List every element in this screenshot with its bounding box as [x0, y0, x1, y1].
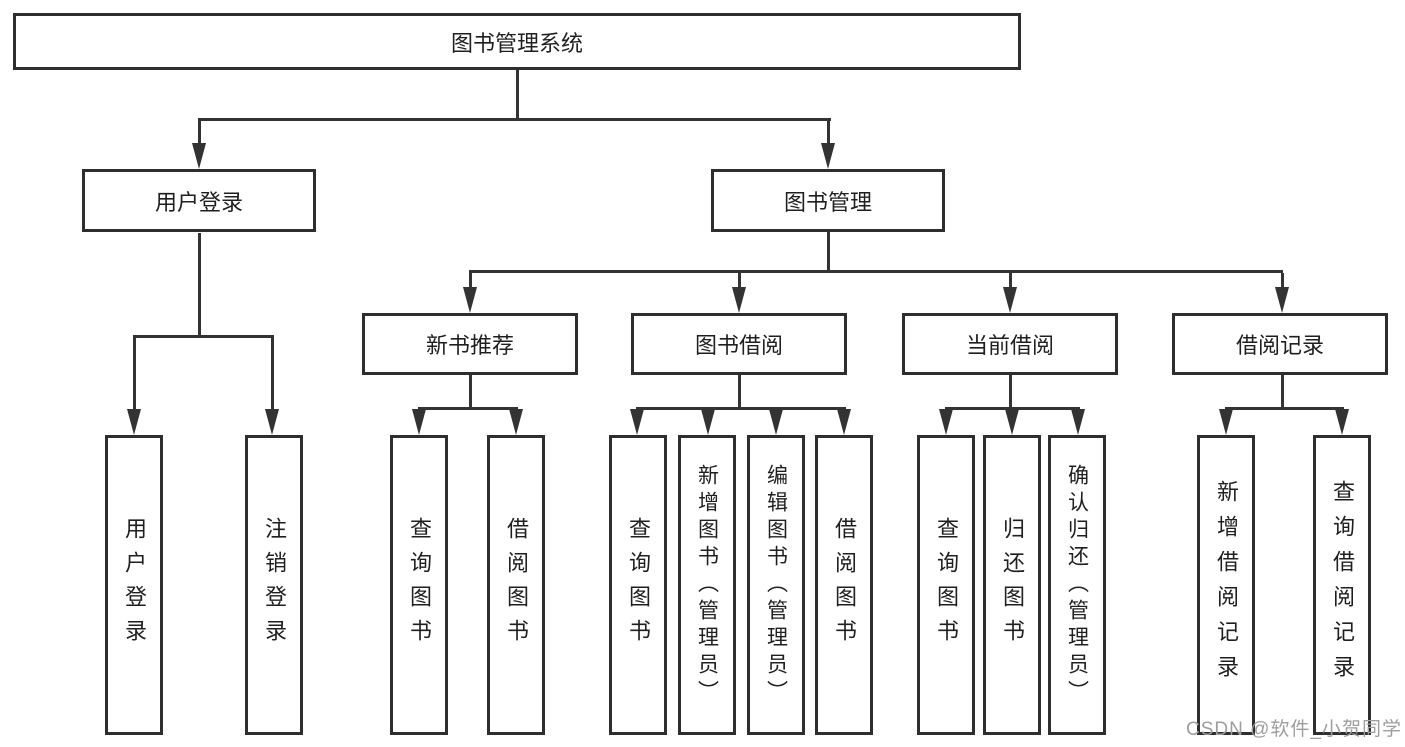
- leaf-label: 查询图书: [626, 517, 651, 653]
- leaf-borrowing-add-books-admin: 新增图书（管理员）: [678, 435, 736, 735]
- arrow-down-icon: [265, 409, 279, 435]
- node-book-borrowing: 图书借阅: [631, 313, 847, 375]
- csdn-watermark: CSDN @软件_小贺同学: [1186, 719, 1402, 740]
- leaf-label: 确认归还（管理员）: [1065, 463, 1089, 707]
- connector-line: [1009, 273, 1012, 287]
- connector-line: [738, 375, 741, 410]
- connector-line: [133, 338, 136, 409]
- leaf-label: 查询借阅记录: [1330, 480, 1355, 690]
- connector-line: [738, 273, 741, 287]
- connector-line: [469, 270, 1283, 273]
- node-label: 借阅记录: [1235, 333, 1324, 358]
- leaf-label: 查询图书: [407, 517, 432, 653]
- arrow-down-icon: [630, 409, 644, 435]
- connector-line: [516, 70, 519, 118]
- leaf-logout: 注销登录: [245, 435, 303, 735]
- arrow-down-icon: [509, 409, 523, 435]
- connector-line: [1281, 375, 1284, 410]
- connector-line: [198, 121, 201, 143]
- connector-line: [469, 273, 472, 287]
- node-user-login: 用户登录: [82, 169, 316, 232]
- node-label: 图书管理: [783, 189, 872, 215]
- connector-line: [827, 232, 830, 272]
- leaf-label: 借阅图书: [504, 517, 529, 653]
- arrow-down-icon: [1003, 287, 1017, 313]
- arrow-down-icon: [732, 287, 746, 313]
- connector-line: [271, 338, 274, 409]
- node-label: 当前借阅: [965, 333, 1054, 358]
- leaf-label: 新增图书（管理员）: [695, 463, 719, 707]
- connector-line: [469, 375, 472, 410]
- leaf-newbooks-query-books: 查询图书: [390, 435, 448, 735]
- arrow-down-icon: [701, 409, 715, 435]
- connector-line: [1281, 273, 1284, 287]
- connector-line: [198, 233, 201, 337]
- connector-line: [418, 407, 518, 410]
- arrow-down-icon: [1219, 409, 1233, 435]
- node-new-book-recommend: 新书推荐: [362, 313, 578, 375]
- leaf-current-return-books: 归还图书: [983, 435, 1041, 735]
- leaf-borrowing-query-books: 查询图书: [609, 435, 667, 735]
- arrow-down-icon: [837, 409, 851, 435]
- connector-line: [133, 335, 274, 338]
- node-library-system-root: 图书管理系统: [13, 13, 1021, 70]
- arrow-down-icon: [821, 143, 835, 169]
- arrow-down-icon: [463, 287, 477, 313]
- leaf-label: 注销登录: [262, 517, 287, 653]
- arrow-down-icon: [1005, 409, 1019, 435]
- connector-line: [1009, 375, 1012, 410]
- leaf-label: 新增借阅记录: [1214, 480, 1239, 690]
- arrow-down-icon: [769, 409, 783, 435]
- node-label: 用户登录: [154, 189, 243, 215]
- arrow-down-icon: [939, 409, 953, 435]
- arrow-down-icon: [1335, 409, 1349, 435]
- node-label: 图书管理系统: [450, 30, 583, 56]
- connector-line: [827, 121, 830, 143]
- leaf-borrowing-edit-books-admin: 编辑图书（管理员）: [747, 435, 805, 735]
- node-borrow-records: 借阅记录: [1172, 313, 1388, 375]
- connector-line: [945, 407, 1080, 410]
- arrow-down-icon: [1071, 409, 1085, 435]
- leaf-current-confirm-return-admin: 确认归还（管理员）: [1048, 435, 1106, 735]
- node-book-management: 图书管理: [711, 169, 945, 232]
- arrow-down-icon: [192, 143, 206, 169]
- connector-line: [1225, 407, 1344, 410]
- leaf-label: 归还图书: [1000, 517, 1025, 653]
- leaf-user-login: 用户登录: [105, 435, 163, 735]
- leaf-records-query-borrow-record: 查询借阅记录: [1313, 435, 1371, 735]
- leaf-borrowing-borrow-books: 借阅图书: [815, 435, 873, 735]
- connector-line: [198, 118, 831, 121]
- node-current-borrowing: 当前借阅: [902, 313, 1118, 375]
- leaf-label: 编辑图书（管理员）: [764, 463, 788, 707]
- arrow-down-icon: [412, 409, 426, 435]
- node-label: 新书推荐: [425, 333, 514, 358]
- node-label: 图书借阅: [694, 333, 783, 358]
- leaf-label: 查询图书: [934, 517, 959, 653]
- arrow-down-icon: [127, 409, 141, 435]
- leaf-newbooks-borrow-books: 借阅图书: [487, 435, 545, 735]
- leaf-label: 借阅图书: [832, 517, 857, 653]
- connector-line: [636, 407, 846, 410]
- leaf-records-add-borrow-record: 新增借阅记录: [1197, 435, 1255, 735]
- leaf-label: 用户登录: [122, 517, 147, 653]
- arrow-down-icon: [1275, 287, 1289, 313]
- leaf-current-query-books: 查询图书: [917, 435, 975, 735]
